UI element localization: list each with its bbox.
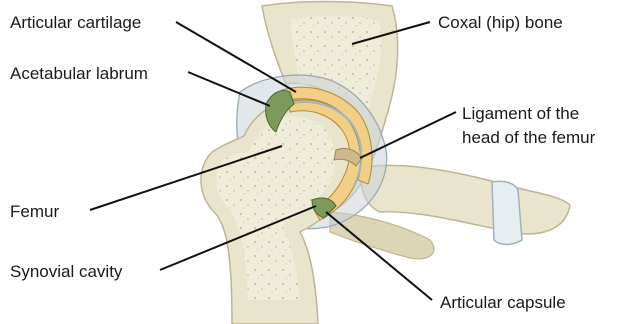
label-coxal-bone: Coxal (hip) bone	[438, 13, 563, 32]
label-ligament-line1: Ligament of the	[462, 104, 579, 123]
obturator-band	[492, 181, 522, 244]
label-acetabular-labrum: Acetabular labrum	[10, 64, 148, 83]
label-femur: Femur	[10, 202, 59, 221]
label-synovial-cavity: Synovial cavity	[10, 262, 123, 281]
label-articular-cartilage: Articular cartilage	[10, 13, 141, 32]
label-ligament-line2: head of the femur	[462, 128, 596, 147]
label-articular-capsule: Articular capsule	[440, 293, 566, 312]
